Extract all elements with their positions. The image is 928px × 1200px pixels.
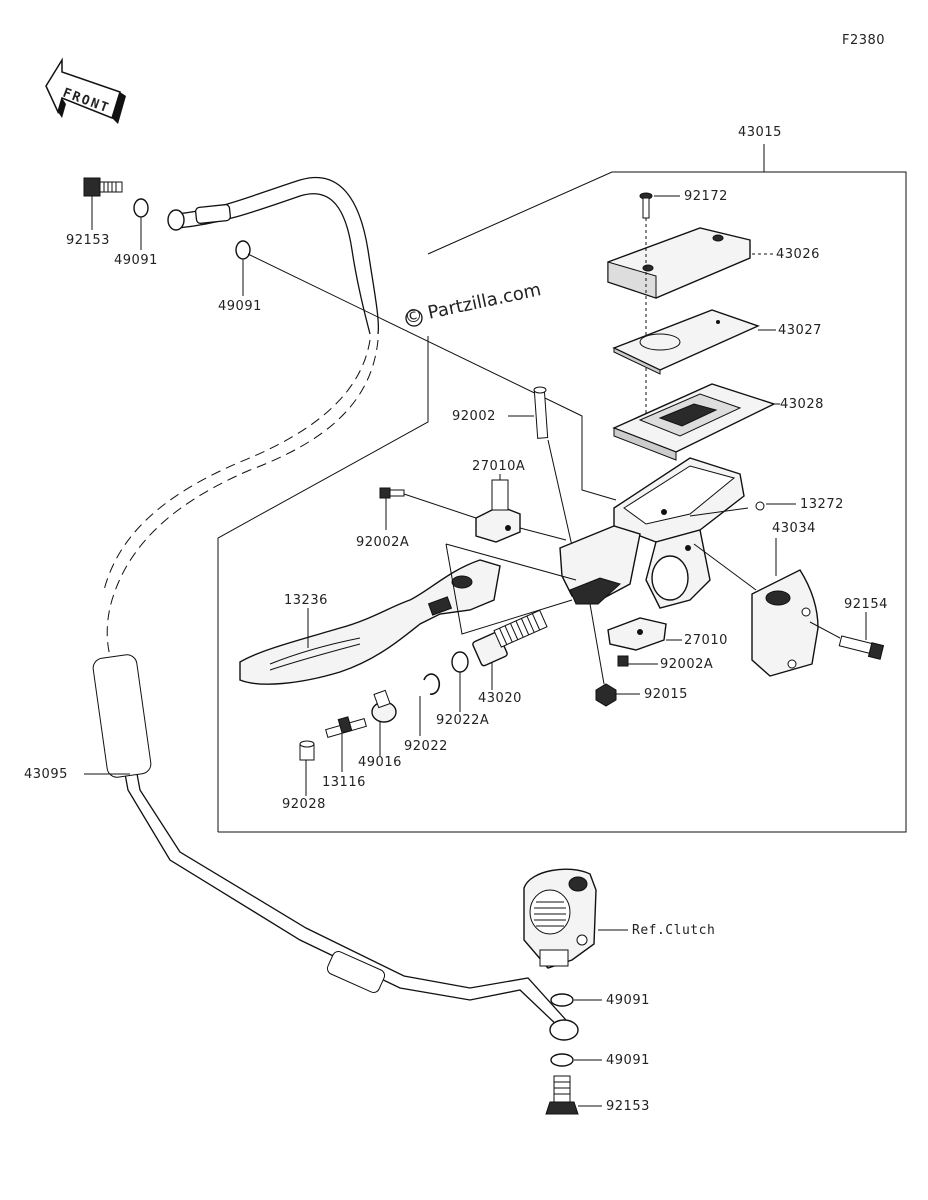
switch-27010a-icon [475,479,521,543]
label-43027: 43027 [778,323,822,338]
svg-text:© Partzilla.com: © Partzilla.com [403,279,543,328]
master-cylinder-body-icon [559,457,745,609]
label-43026: 43026 [776,247,820,262]
label-92002: 92002 [452,409,496,424]
label-27010a: 27010A [472,459,525,474]
label-49016: 49016 [358,755,402,770]
diaphragm-icon [612,383,776,461]
label-92022a: 92022A [436,713,489,728]
label-43095: 43095 [24,767,68,782]
label-43028: 43028 [780,397,824,412]
label-92015: 92015 [644,687,688,702]
washer-92022a-icon [451,651,469,673]
washer-b-icon [235,240,251,260]
label-92154: 92154 [844,597,888,612]
washer-d-icon [550,1053,574,1067]
pivot-pin-icon [533,386,549,439]
ref-clutch-label: Ref.Clutch [632,923,715,938]
front-arrow-icon: FRONT [45,57,126,124]
label-43020: 43020 [478,691,522,706]
watermark: © Partzilla.com [403,279,543,328]
screw-92002a-bottom-icon [617,655,629,667]
reservoir-plate-icon [612,309,760,375]
clutch-hose-upper [103,176,380,657]
label-27010: 27010 [684,633,728,648]
banjo-bolt-bottom-icon [545,1075,579,1115]
screw-92172-icon [639,192,653,219]
screw-92002a-top-icon [379,487,405,499]
push-rod-13116-icon [325,716,367,738]
circlip-92022-icon [423,673,441,695]
label-49091-d: 49091 [606,1053,650,1068]
assembly-frame [217,144,907,833]
label-13236: 13236 [284,593,328,608]
switch-27010-icon [607,617,667,651]
label-43015: 43015 [738,125,782,140]
nut-92015-icon [595,683,617,707]
banjo-bolt-top-icon [83,177,123,197]
clutch-hose-lower [92,654,579,1041]
label-92153-bottom: 92153 [606,1099,650,1114]
cap-92028-icon [299,740,315,761]
label-92002a-top: 92002A [356,535,409,550]
label-43034: 43034 [772,521,816,536]
label-92172: 92172 [684,189,728,204]
bolt-92154-icon [838,635,885,660]
clamp-holder-icon [751,569,819,677]
label-49091-c: 49091 [606,993,650,1008]
slave-cylinder-icon [523,868,597,969]
boot-49016-icon [371,689,397,723]
label-92153-top: 92153 [66,233,110,248]
label-13116: 13116 [322,775,366,790]
label-92022: 92022 [404,739,448,754]
figure-code: F2380 [842,33,885,48]
clutch-lever-icon [239,559,501,685]
label-13272: 13272 [800,497,844,512]
label-92028: 92028 [282,797,326,812]
screw-13272-icon [755,501,765,511]
washer-a-icon [133,198,149,218]
reservoir-cap-icon [607,227,751,299]
washer-c-icon [550,993,574,1007]
label-49091-a: 49091 [114,253,158,268]
label-49091-b: 49091 [218,299,262,314]
piston-assembly-icon [472,609,548,667]
label-92002a-bottom: 92002A [660,657,713,672]
